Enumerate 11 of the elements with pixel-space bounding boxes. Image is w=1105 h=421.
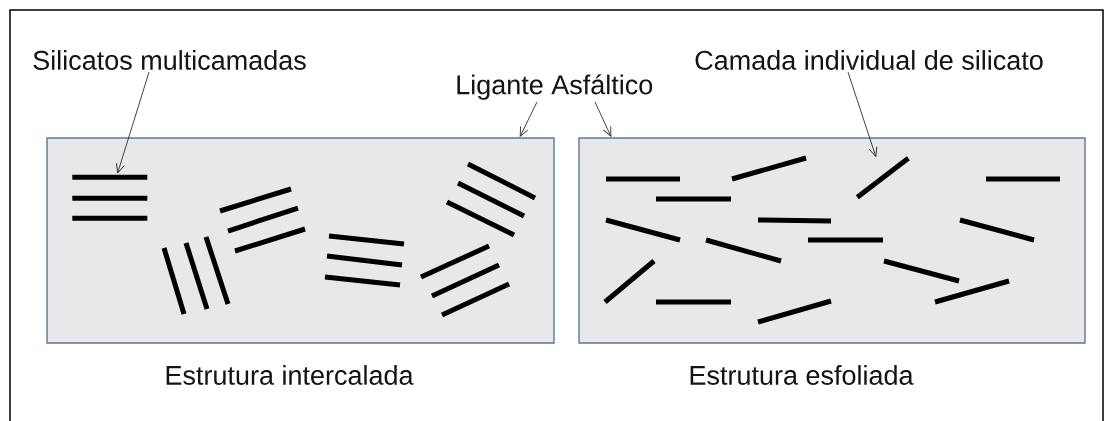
leader-line	[519, 101, 538, 137]
silicate-stack	[72, 174, 148, 221]
leader-line	[847, 71, 878, 157]
callout-label: Camada individual de silicato	[695, 50, 1043, 70]
callout-label: Ligante Asfáltico	[457, 74, 653, 100]
silicate-layer	[855, 156, 910, 200]
leader-line	[116, 71, 150, 174]
leader-line	[594, 101, 612, 137]
box-label: Estrutura intercalada	[166, 365, 414, 385]
callout-label: Silicatos multicamadas	[33, 50, 306, 70]
box-label: Estrutura esfoliada	[690, 365, 914, 385]
